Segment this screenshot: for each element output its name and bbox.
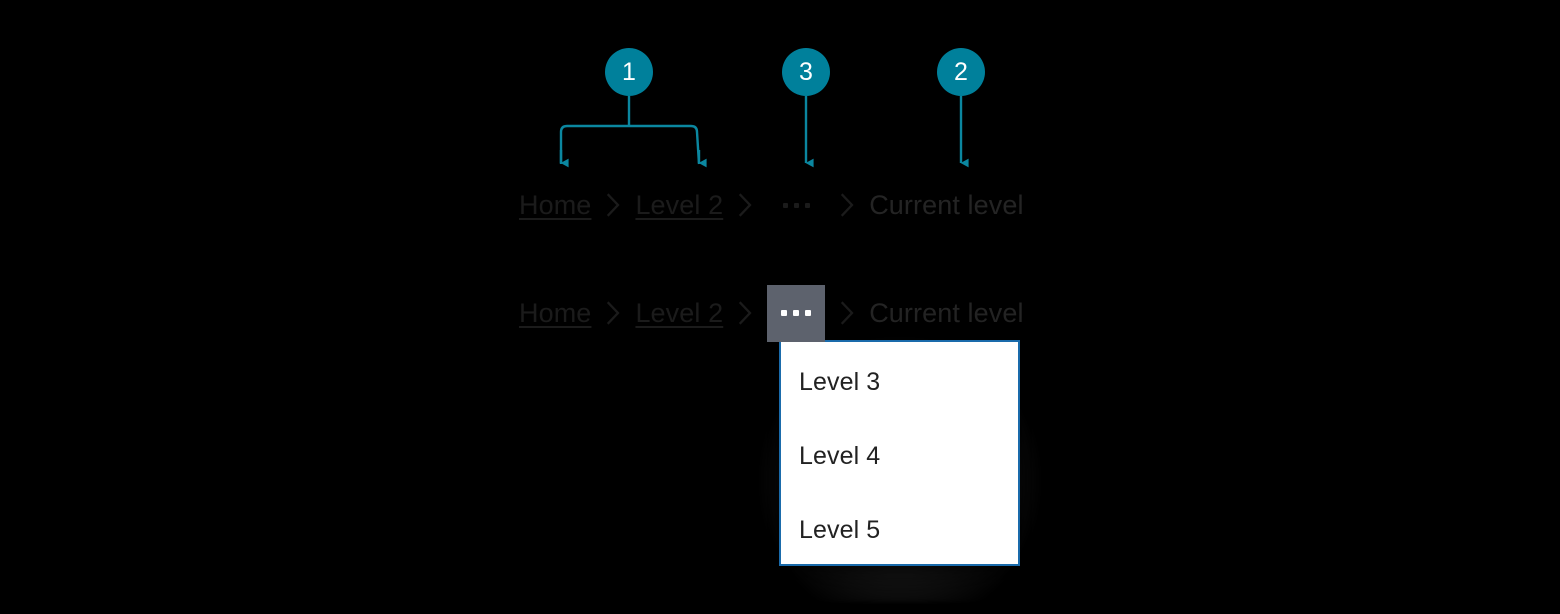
breadcrumb-item-home[interactable]: Home xyxy=(519,297,592,328)
overflow-flyout-wrapper: Level 3 Level 4 Level 5 xyxy=(779,340,1020,566)
overflow-flyout: Level 3 Level 4 Level 5 xyxy=(779,340,1020,566)
chevron-right-icon xyxy=(723,301,767,325)
flyout-menu-item-level4[interactable]: Level 4 xyxy=(799,442,881,470)
breadcrumb-default: Home Level 2 Current level xyxy=(519,183,1024,227)
chevron-right-icon xyxy=(591,193,635,217)
breadcrumb-item-level2[interactable]: Level 2 xyxy=(635,189,724,220)
connector-callout-1 xyxy=(559,96,707,168)
flyout-menu-item-level3[interactable]: Level 3 xyxy=(799,368,881,396)
flyout-menu-item-level5[interactable]: Level 5 xyxy=(799,516,881,544)
breadcrumb-item-home[interactable]: Home xyxy=(519,189,592,220)
breadcrumb-expanded: Home Level 2 Current level xyxy=(519,284,1024,342)
callout-badge-2: 2 xyxy=(937,48,985,96)
breadcrumb-item-current: Current level xyxy=(869,189,1024,220)
breadcrumb-overflow-button[interactable] xyxy=(767,284,826,342)
callout-badge-1: 1 xyxy=(605,48,653,96)
breadcrumb-overflow-ellipsis-icon[interactable] xyxy=(767,183,825,227)
breadcrumb-item-level2[interactable]: Level 2 xyxy=(635,297,724,328)
callout-badge-3: 3 xyxy=(782,48,830,96)
breadcrumb-item-current: Current level xyxy=(869,297,1024,328)
chevron-right-icon xyxy=(825,301,869,325)
chevron-right-icon xyxy=(723,193,767,217)
chevron-right-icon xyxy=(591,301,635,325)
chevron-right-icon xyxy=(825,193,869,217)
